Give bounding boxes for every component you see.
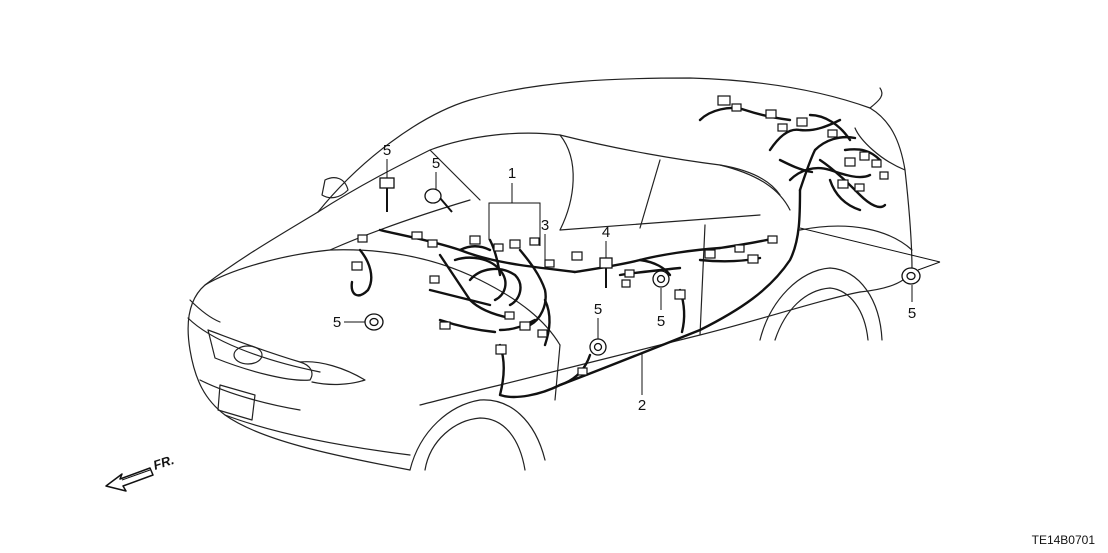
- wire-harness-main: [350, 106, 887, 399]
- leader-lines: [344, 159, 941, 395]
- callout-4: 4: [602, 224, 610, 241]
- callout-5-far-right: 5: [908, 305, 916, 322]
- callout-5-left-mid: 5: [333, 314, 341, 331]
- bolt-icon: [379, 177, 395, 212]
- callout-5-center-right: 5: [657, 313, 665, 330]
- harness-connectors: [351, 95, 889, 376]
- callout-numbers: 1 3 4 5 5 5 5 5 5 2: [333, 142, 916, 414]
- grommet-icon: [652, 270, 670, 288]
- grommet-icon: [901, 267, 921, 285]
- grommet-icon: [589, 338, 607, 356]
- bolt-icon: [424, 188, 453, 213]
- diagram-code: TE14B0701: [1032, 533, 1096, 547]
- front-arrow-label: FR.: [151, 452, 176, 473]
- callout-5-left-top: 5: [383, 142, 391, 159]
- fastener-bolts: [364, 177, 921, 356]
- car-body-outline: [187, 77, 913, 471]
- grommet-icon: [364, 313, 384, 331]
- callout-1: 1: [508, 165, 516, 182]
- arrow-left-icon: [105, 467, 154, 492]
- bolt-icon: [599, 257, 613, 288]
- callout-3: 3: [541, 217, 549, 234]
- callout-2: 2: [638, 397, 646, 414]
- callout-5-center-low: 5: [594, 301, 602, 318]
- callout-5-left-second: 5: [432, 155, 440, 172]
- front-direction-arrow: FR.: [105, 452, 176, 492]
